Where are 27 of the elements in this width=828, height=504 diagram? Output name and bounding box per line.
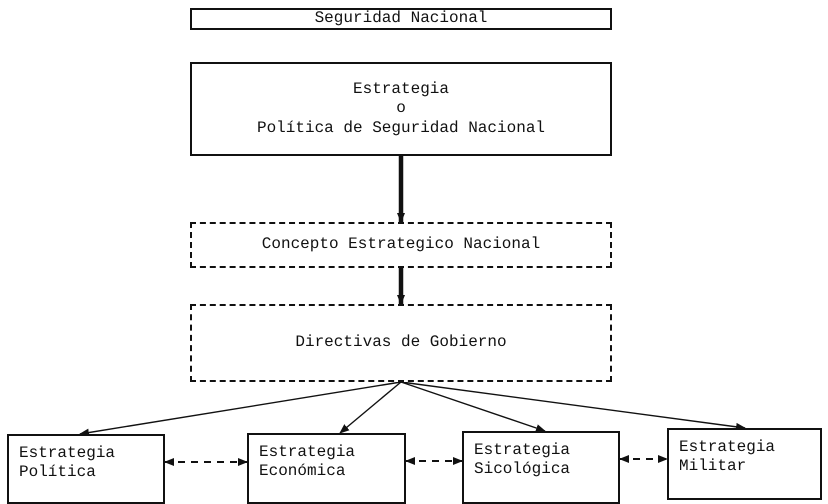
node-text: Estrategia Económica <box>259 443 356 482</box>
arrow <box>400 381 746 431</box>
arrow <box>79 381 402 436</box>
arrow <box>397 268 405 305</box>
arrow <box>339 381 402 434</box>
node-text: o <box>396 99 406 119</box>
strategy-box <box>247 433 406 504</box>
node-text: Estrategia <box>352 80 449 100</box>
arrow <box>619 455 668 463</box>
strategy-box <box>190 62 612 156</box>
title-box <box>190 8 612 30</box>
node-text: Política de Seguridad Nacional <box>256 118 546 138</box>
strategy-box <box>7 434 165 504</box>
arrow <box>164 458 248 466</box>
node-text: Seguridad Nacional <box>314 9 488 29</box>
node-text: Concepto Estrategico Nacional <box>262 235 540 255</box>
arrow <box>397 156 405 223</box>
node-text: Directivas de Gobierno <box>295 333 507 353</box>
concept-box <box>190 222 612 268</box>
node-text: Estrategia Militar <box>679 438 776 476</box>
directive-box <box>190 304 612 382</box>
arrow <box>405 457 463 465</box>
node-text: Estrategia Sicológica <box>474 441 572 480</box>
arrow <box>400 381 546 432</box>
node-text: Estrategia Política <box>19 444 116 482</box>
strategy-box <box>667 428 822 500</box>
strategy-box <box>462 431 620 504</box>
